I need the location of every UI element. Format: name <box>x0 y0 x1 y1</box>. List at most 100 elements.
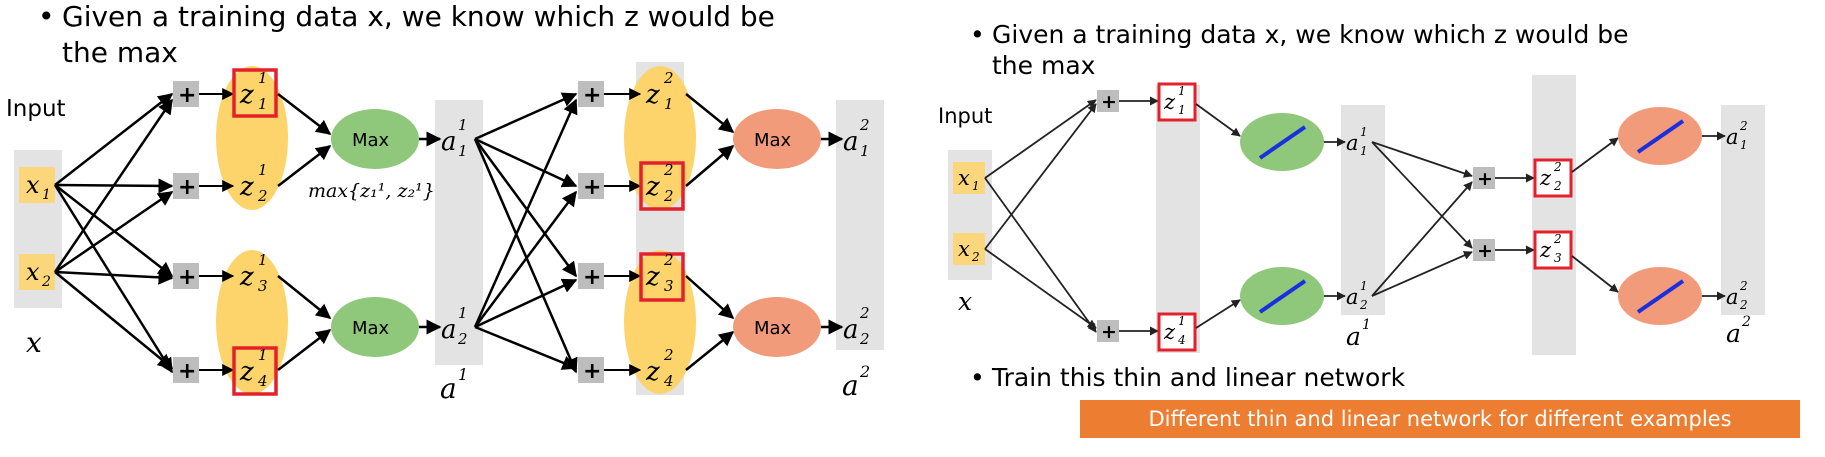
right-z2-3-highlight <box>1533 230 1573 270</box>
right-z1-band <box>1156 85 1200 353</box>
left-plus-to-z2-edges <box>604 88 642 376</box>
left-z2-2: z <box>645 172 660 202</box>
right-z2-band <box>1532 75 1576 355</box>
left-max-label-3: Max <box>754 130 792 151</box>
left-max-label-1: Max <box>352 130 390 151</box>
right-a1-to-plus-edges <box>1371 141 1473 297</box>
left-plus-4 <box>173 357 199 383</box>
right-z2-2: z <box>1539 166 1552 190</box>
right-input-label: Input <box>938 104 992 128</box>
left-plus-3-sign: + <box>178 265 196 290</box>
right-z2-2-sup: 2 <box>1553 160 1562 174</box>
left-max-label-4: Max <box>754 318 792 339</box>
left-z1-1-highlight <box>232 68 278 118</box>
right-bullet-2: • <box>970 363 985 392</box>
left-z1-3-sup: 1 <box>258 251 268 269</box>
left-z1-2-sub: 2 <box>257 187 268 205</box>
right-z1-1-sub: 1 <box>1178 103 1186 117</box>
left-input-edges <box>53 93 174 374</box>
right-a2-2: a <box>1726 285 1739 309</box>
right-a2-caption: a <box>1726 319 1741 348</box>
left-a2-2-sub: 2 <box>859 330 870 348</box>
left-plus-1 <box>173 81 199 107</box>
left-plus-to-z1-edges <box>199 88 235 376</box>
right-linear-icon-2 <box>1258 279 1307 314</box>
left-z2-group-top <box>624 66 696 210</box>
right-input-x1: x <box>958 166 970 190</box>
right-z1-1: z <box>1163 90 1176 114</box>
left-z1-3: z <box>239 262 254 292</box>
left-a2-1-sup: 2 <box>859 116 870 134</box>
right-z1-1-sup: 1 <box>1178 84 1186 98</box>
right-z-layer1-labels: z 1 1 z 1 4 <box>1163 84 1186 347</box>
left-plus-5 <box>578 81 604 107</box>
left-bullet: • <box>38 0 55 33</box>
right-a1-1: a <box>1346 131 1359 155</box>
left-a1-1-sub: 1 <box>458 142 468 160</box>
right-banner-text: Different thin and linear network for di… <box>1148 407 1731 431</box>
left-input-label: Input <box>6 96 66 122</box>
right-input-x1-sub: 1 <box>972 179 980 193</box>
left-z1-2-sup: 1 <box>258 161 268 179</box>
right-a2-1: a <box>1726 125 1739 149</box>
left-input-x1-sub: 1 <box>42 187 51 203</box>
left-a2-caption: a <box>842 369 859 402</box>
left-input-x2: x <box>26 258 40 286</box>
left-max-node-1 <box>331 109 419 169</box>
right-train-text: Train this thin and linear network <box>991 363 1406 392</box>
left-plus-7 <box>578 263 604 289</box>
left-z2-2-highlight <box>639 161 685 211</box>
right-z2-2-highlight <box>1533 158 1573 198</box>
left-z1-4: z <box>239 357 254 387</box>
right-z-layer2-labels: z 2 2 z 2 3 <box>1539 160 1562 265</box>
right-a1-2: a <box>1346 285 1359 309</box>
right-a2-labels: a 2 1 a 2 2 a 2 <box>1726 119 1751 348</box>
left-z2-4-sub: 4 <box>663 372 674 390</box>
right-input-x2-sub: 2 <box>971 250 980 264</box>
left-max-to-a2-edges <box>821 131 844 335</box>
right-z2-3: z <box>1539 238 1552 262</box>
left-a1-2-sup: 1 <box>458 304 468 322</box>
left-a1-caption-sup: 1 <box>458 365 468 384</box>
left-z2-3-highlight <box>639 252 685 302</box>
left-z1-4-sub: 4 <box>257 372 268 390</box>
right-plus-to-z2-edges <box>1495 173 1535 255</box>
left-z1-1: z <box>239 80 254 110</box>
right-a1-2-sub: 2 <box>1359 298 1368 312</box>
left-z1-to-max-edges <box>277 93 332 371</box>
left-a2-labels: a 2 1 a 2 2 a 2 <box>842 116 870 402</box>
left-title-line1: Given a training data x, we know which z… <box>62 0 775 33</box>
right-z2-to-linear-edges <box>1571 137 1619 293</box>
right-panel: • Given a training data x, we know which… <box>938 20 1800 438</box>
left-z2-4: z <box>645 357 660 387</box>
right-plus-3-sign: + <box>1477 168 1493 190</box>
right-input-x2: x <box>958 237 970 261</box>
left-plus-7-sign: + <box>583 265 601 290</box>
left-z2-4-sup: 2 <box>663 346 674 364</box>
right-a2-1-sup: 2 <box>1739 119 1748 133</box>
left-a2-1-sub: 1 <box>860 142 870 160</box>
left-z2-2-sub: 2 <box>663 187 674 205</box>
right-plus-4-sign: + <box>1477 240 1493 262</box>
right-plus-2-sign: + <box>1101 321 1117 343</box>
left-plus-3 <box>173 263 199 289</box>
right-z2-3-sup: 2 <box>1553 232 1562 246</box>
right-z2-3-sub: 3 <box>1554 251 1562 265</box>
left-z1-4-highlight <box>232 346 278 396</box>
left-input-x2-sub: 2 <box>41 274 51 290</box>
right-a2-1-sub: 1 <box>1740 138 1748 152</box>
right-a2-band <box>1721 105 1765 315</box>
left-z1-3-sub: 3 <box>258 277 268 295</box>
left-plus-layer1: + + + + <box>173 81 199 384</box>
left-max-to-a1-edges <box>419 131 442 335</box>
left-z2-3: z <box>645 262 660 292</box>
right-linear-to-a1-edges <box>1324 137 1346 301</box>
right-plus-1-sign: + <box>1101 91 1117 113</box>
left-a1-caption: a <box>440 372 457 405</box>
left-x-caption: x <box>26 326 42 359</box>
left-panel: • Given a training data x, we know which… <box>6 0 884 405</box>
left-z1-2: z <box>239 172 254 202</box>
right-z1-4-sub: 4 <box>1177 333 1186 347</box>
left-z2-3-sub: 3 <box>664 277 674 295</box>
